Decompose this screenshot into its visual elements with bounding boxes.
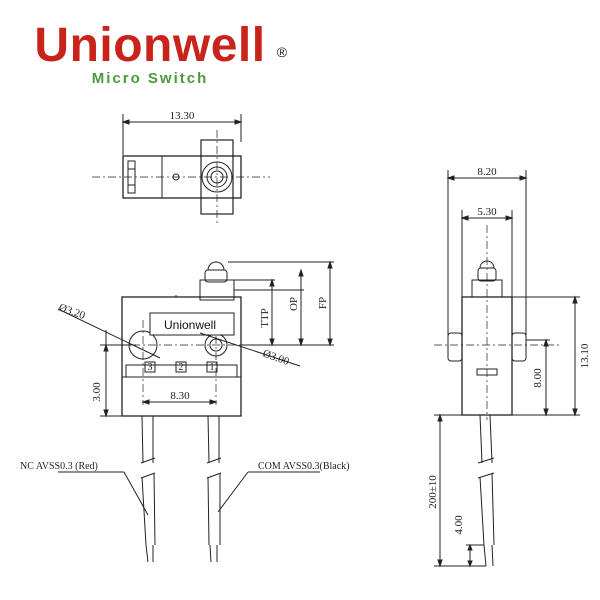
dim-side-inner: 5.30 (477, 206, 497, 218)
brand-name: Unionwell® (34, 18, 287, 74)
terminal-1: 1 (210, 362, 215, 373)
logo: Unionwell® Micro Switch (0, 18, 300, 87)
dim-cable-length: 200±10 (427, 475, 439, 509)
terminal-2: 2 (179, 362, 184, 373)
dim-fp: FP (317, 297, 329, 309)
dim-hole-spacing: 8.30 (170, 390, 190, 402)
dim-hole-large: Ø3.20 (57, 302, 87, 323)
wire-com-label: COM AVSS0.3(Black) (258, 461, 350, 472)
dim-side-height: 13.10 (579, 343, 591, 368)
registered-mark: ® (276, 44, 288, 60)
side-view: 8.20 5.30 13.10 8.00 (427, 166, 591, 568)
dim-side-outer: 8.20 (477, 166, 497, 178)
dim-top-width: 13.30 (170, 110, 195, 122)
dim-ttp: TTP (259, 308, 271, 328)
terminal-3: 3 (148, 362, 153, 373)
dim-side-body: 8.00 (532, 368, 544, 388)
brand-subtitle: Micro Switch (91, 70, 209, 87)
body-marking: Unionwell (164, 318, 216, 332)
dim-op: OP (288, 297, 300, 311)
dim-strip-length: 4.00 (453, 515, 465, 535)
top-view: 13.30 (92, 110, 270, 225)
dim-hole-small: Ø3.00 (261, 348, 291, 369)
front-view: Unionwell 3 2 1 Ø3.20 Ø3.00 8.30 3.00 (20, 260, 350, 563)
wire-nc-label: NC AVSS0.3 (Red) (20, 461, 98, 472)
dim-hole-height: 3.00 (91, 382, 103, 402)
